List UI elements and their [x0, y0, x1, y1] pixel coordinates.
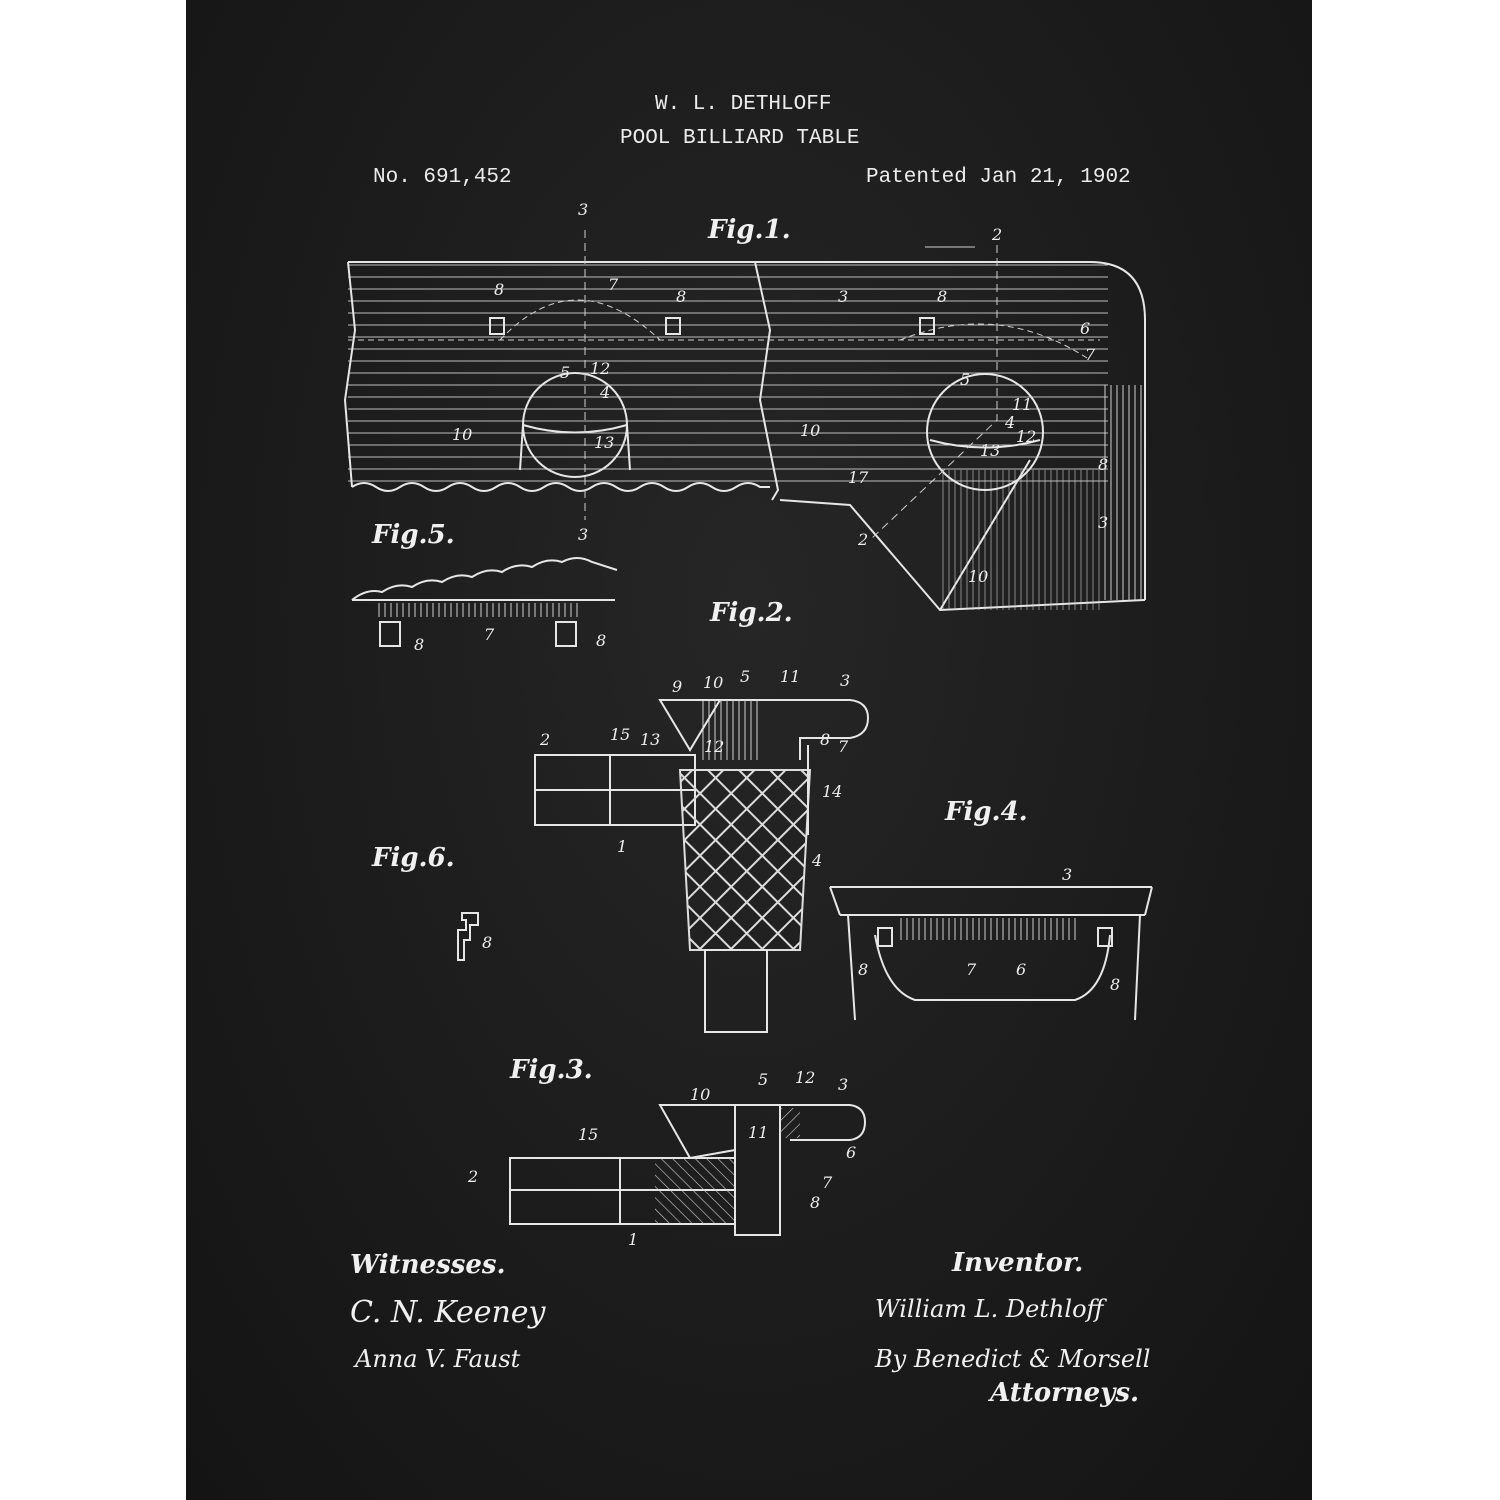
reference-numeral: 3 [1098, 513, 1108, 532]
attorneys-label: Attorneys. [990, 1378, 1140, 1408]
reference-numeral: 6 [1016, 960, 1026, 979]
reference-numeral: 7 [1085, 345, 1096, 364]
reference-numeral: 12 [704, 737, 724, 756]
figure-1-references: 3 3 2 8 7 8 3 8 6 7 5 12 4 13 10 10 5 11… [452, 200, 1108, 586]
reference-numeral: 6 [846, 1143, 856, 1162]
attorney-signature: By Benedict & Morsell [875, 1345, 1151, 1373]
patent-number: No. 691,452 [373, 166, 512, 189]
inventor-label: Inventor. [952, 1248, 1084, 1278]
reference-numeral: 1 [617, 837, 627, 856]
reference-numeral: 2 [467, 1167, 478, 1186]
reference-numeral: 15 [578, 1125, 598, 1144]
reference-numeral: 3 [838, 287, 848, 306]
reference-numeral: 3 [578, 200, 588, 219]
fig5-label: Fig.5. [372, 520, 455, 550]
reference-numeral: 10 [452, 425, 472, 444]
reference-numeral: 5 [758, 1070, 768, 1089]
reference-numeral: 4 [811, 851, 822, 870]
reference-numeral: 9 [672, 677, 682, 696]
fig1-label: Fig.1. [708, 215, 791, 245]
fig2-label: Fig.2. [710, 598, 793, 628]
reference-numeral: 4 [599, 383, 610, 402]
reference-numeral: 12 [1016, 427, 1036, 446]
reference-numeral: 8 [482, 933, 492, 952]
reference-numeral: 8 [810, 1193, 820, 1212]
reference-numeral: 3 [840, 671, 850, 690]
reference-numeral: 2 [857, 530, 868, 549]
reference-numeral: 8 [596, 631, 606, 650]
fig4-label: Fig.4. [945, 797, 1028, 827]
figure-1 [343, 230, 1146, 612]
inventor-name: W. L. DETHLOFF [655, 93, 832, 116]
figure-6: 8 [457, 912, 492, 961]
reference-numeral: 10 [703, 673, 723, 692]
reference-numeral: 10 [800, 421, 820, 440]
reference-numeral: 5 [740, 667, 750, 686]
reference-numeral: 8 [1110, 975, 1120, 994]
reference-numeral: 1 [628, 1230, 638, 1249]
reference-numeral: 11 [780, 667, 800, 686]
reference-numeral: 4 [1004, 413, 1015, 432]
reference-numeral: 3 [1062, 865, 1072, 884]
reference-numeral: 5 [960, 370, 970, 389]
reference-numeral: 7 [484, 625, 495, 644]
fig3-label: Fig.3. [510, 1055, 593, 1085]
reference-numeral: 17 [848, 468, 869, 487]
figure-2: 9 10 5 11 3 2 15 13 12 8 7 14 1 4 [534, 667, 870, 1033]
inventor-signature: William L. Dethloff [875, 1295, 1104, 1323]
reference-numeral: 8 [676, 287, 686, 306]
reference-numeral: 6 [1080, 319, 1090, 338]
reference-numeral: 8 [820, 730, 830, 749]
reference-numeral: 13 [640, 730, 660, 749]
reference-numeral: 10 [690, 1085, 710, 1104]
figure-4: 3 8 7 6 8 [829, 865, 1153, 1021]
reference-numeral: 7 [822, 1173, 833, 1192]
figure-5: 8 7 8 [351, 557, 618, 654]
reference-numeral: 2 [539, 730, 550, 749]
reference-numeral: 12 [590, 359, 610, 378]
reference-numeral: 3 [578, 525, 588, 544]
reference-numeral: 13 [594, 433, 614, 452]
reference-numeral: 15 [610, 725, 630, 744]
patent-date: Patented Jan 21, 1902 [866, 166, 1131, 189]
reference-numeral: 8 [1098, 455, 1108, 474]
witness-signature-2: Anna V. Faust [355, 1345, 521, 1373]
reference-numeral: 14 [822, 782, 842, 801]
reference-numeral: 7 [838, 737, 849, 756]
reference-numeral: 13 [980, 441, 1000, 460]
reference-numeral: 12 [795, 1068, 815, 1087]
reference-numeral: 10 [968, 567, 988, 586]
reference-numeral: 8 [494, 280, 504, 299]
reference-numeral: 11 [1012, 395, 1032, 414]
witnesses-label: Witnesses. [350, 1250, 506, 1280]
reference-numeral: 2 [991, 225, 1002, 244]
reference-numeral: 8 [414, 635, 424, 654]
reference-numeral: 7 [608, 275, 619, 294]
reference-numeral: 8 [858, 960, 868, 979]
figure-3: 10 5 12 3 15 11 2 6 7 8 1 [467, 1068, 867, 1249]
fig6-label: Fig.6. [372, 843, 455, 873]
reference-numeral: 7 [966, 960, 977, 979]
reference-numeral: 11 [748, 1123, 768, 1142]
reference-numeral: 3 [838, 1075, 848, 1094]
reference-numeral: 5 [560, 363, 570, 382]
reference-numeral: 8 [937, 287, 947, 306]
witness-signature-1: C. N. Keeney [350, 1295, 546, 1330]
patent-title: POOL BILLIARD TABLE [620, 127, 860, 150]
